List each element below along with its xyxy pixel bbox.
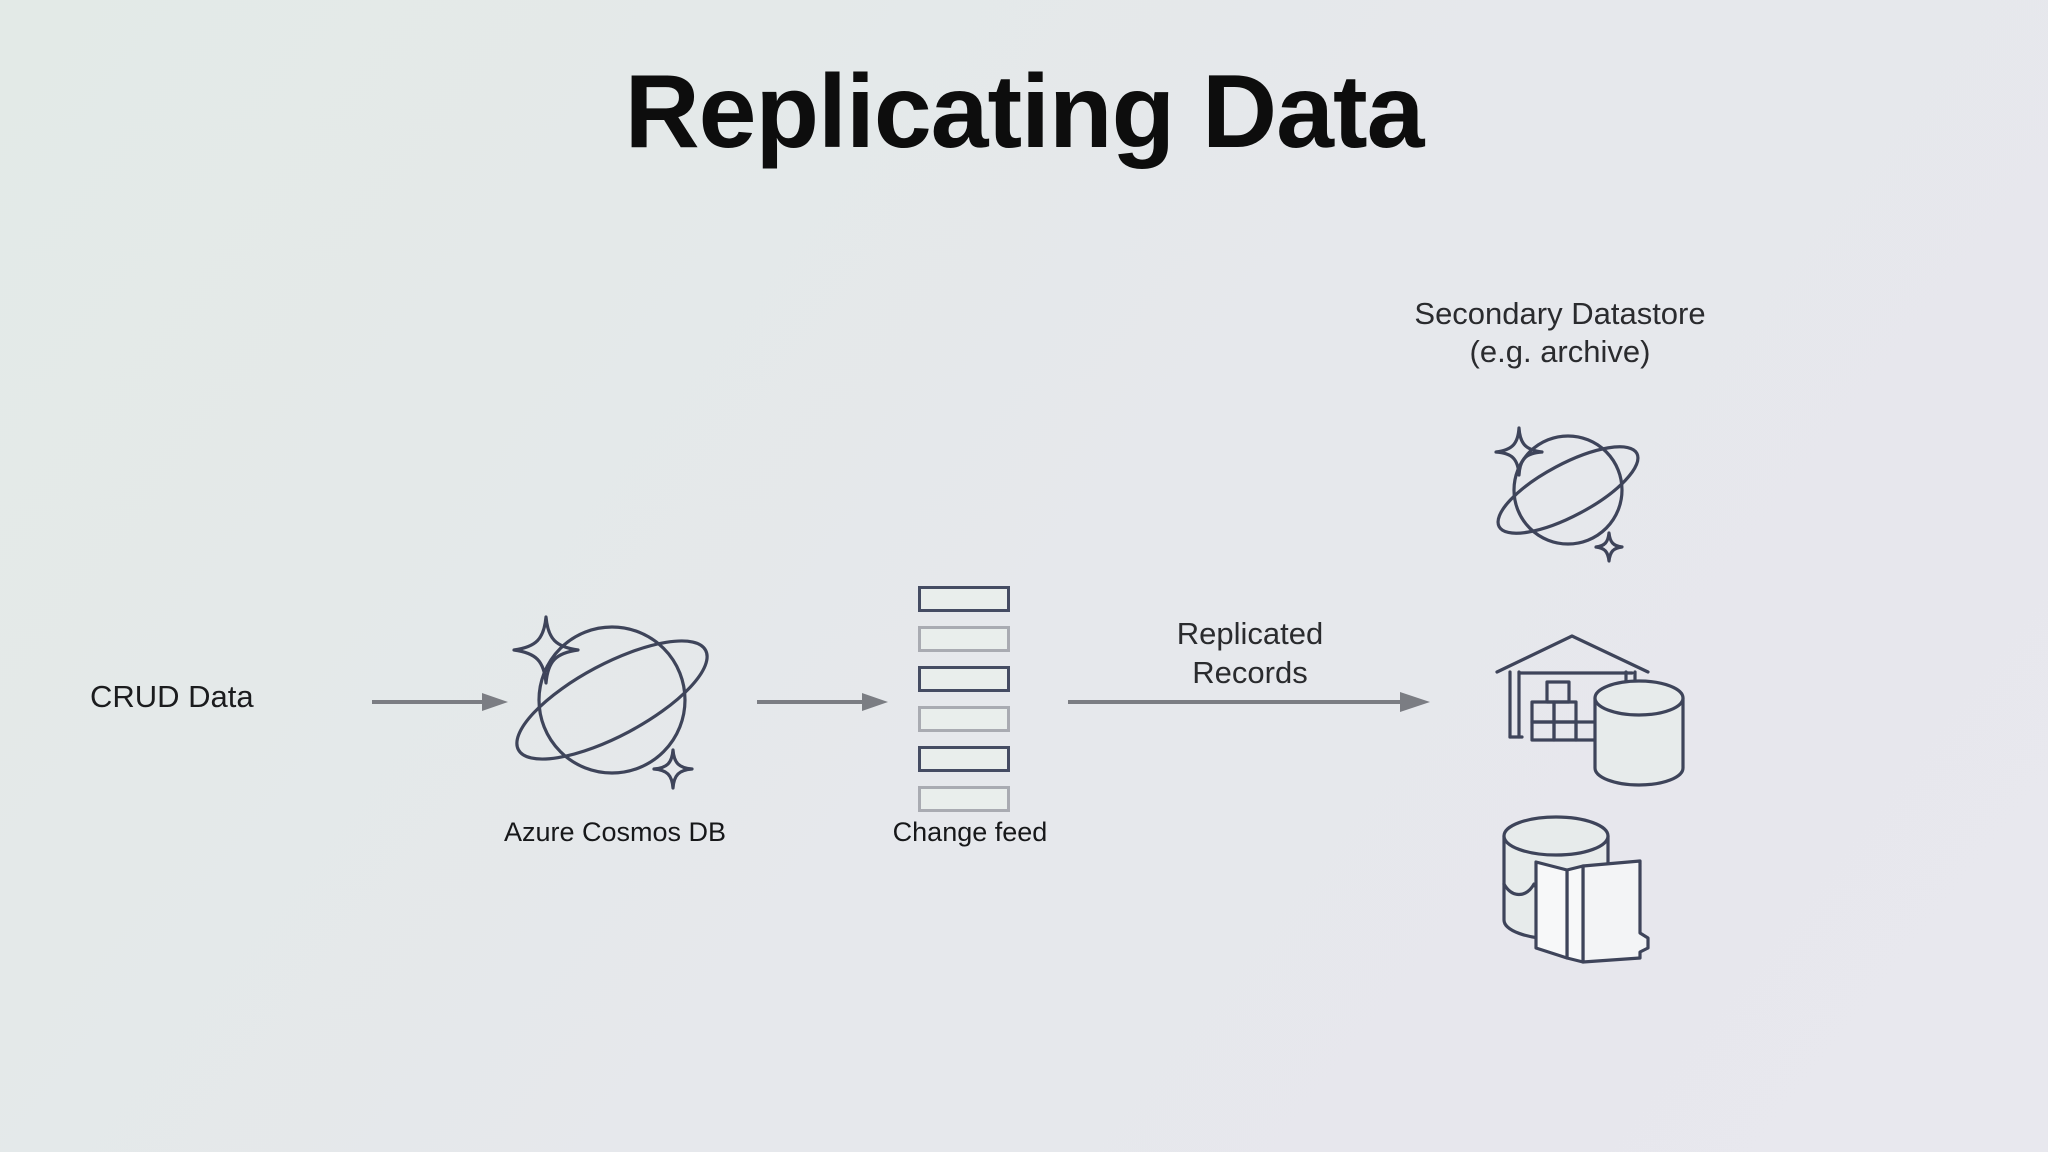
- change-feed-row: [918, 746, 1010, 772]
- azure-cosmos-db-label: Azure Cosmos DB: [503, 817, 727, 847]
- change-feed-row: [918, 786, 1010, 812]
- page-title: Replicating Data: [624, 54, 1425, 170]
- change-feed-stack: [918, 586, 1018, 826]
- secondary-planet-ring-sparkle-icon: [1494, 426, 1640, 563]
- change-feed-row: [918, 626, 1010, 652]
- change-feed-row: [918, 586, 1010, 612]
- crud-to-cosmos-arrow: [372, 693, 508, 711]
- secondary-datastore-label: Secondary Datastore (e.g. archive): [1414, 296, 1706, 370]
- change-feed-label: Change feed: [892, 817, 1048, 847]
- cosmos-to-changefeed-arrow: [757, 693, 888, 711]
- change-feed-row: [918, 706, 1010, 732]
- change-feed-row: [918, 666, 1010, 692]
- warehouse-database-icon: [1495, 634, 1685, 787]
- planet-ring-sparkle-icon: [512, 615, 709, 790]
- data-lake-folder-icon: [1502, 815, 1650, 964]
- replicated-records-label: Replicated Records: [1176, 616, 1324, 690]
- crud-data-label: CRUD Data: [90, 679, 254, 714]
- changefeed-to-secondary-arrow: [1068, 692, 1430, 712]
